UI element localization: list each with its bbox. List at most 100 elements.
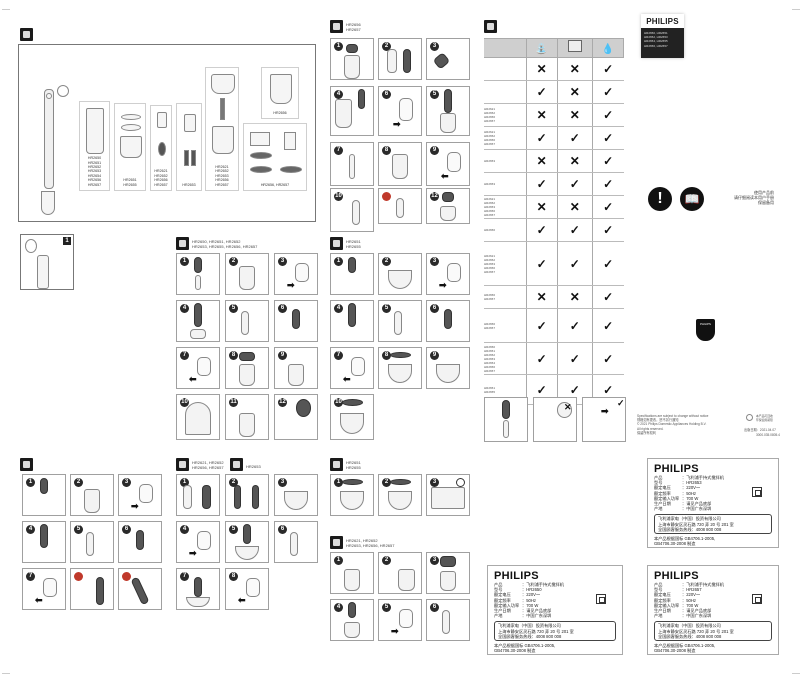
read-manual-notice: 使用产品前 请仔细阅读本用户手册 保留备用 — [734, 190, 774, 205]
crop-mark — [2, 673, 10, 681]
step-card: 1 — [22, 474, 66, 516]
legal-notice: Specifications are subject to change wit… — [637, 414, 709, 435]
step-card: 3 — [426, 38, 470, 80]
step-card: 6 — [274, 521, 318, 563]
step-card: 10 — [176, 394, 220, 440]
step-card: 5 — [426, 86, 470, 136]
table-row: HR2621 HR2652 HR2653 HR2656 HR2657✓✓✓ — [484, 241, 624, 286]
step-card: 10 — [330, 188, 374, 232]
water-drop-icon — [484, 20, 497, 33]
storage-step-card: ➡✓ — [582, 397, 626, 442]
step-card: 3 — [274, 474, 318, 516]
recycle-notice: 本产品可回收 环保使用期限 — [756, 414, 773, 423]
beaters-icon — [230, 458, 243, 471]
read-manual-icon: 📖 — [680, 187, 704, 211]
step-card: 8 — [378, 347, 422, 389]
step-card: 4 — [22, 521, 66, 563]
crop-mark — [792, 2, 800, 10]
step-card: 8⬅ — [225, 568, 269, 610]
step-card: 3 — [426, 552, 470, 594]
cleaning-table: ⛲ 💧 ✕✕✓ ✓✕✓ HR2621 HR2652 HR2656 HR2657✕… — [484, 38, 625, 405]
publish-date: 出版日期：2021.04.07 — [744, 428, 776, 432]
accessory-bowl: HR2656 — [261, 67, 299, 119]
step-card: 7⬅ — [330, 347, 374, 389]
step-card: 5 — [70, 521, 114, 563]
whisk-icon — [176, 458, 189, 471]
rating-label-hr2653: PHILIPS 产品：飞利浦手持式搅拌机 型号：HR2653 额定电压：220V… — [647, 458, 779, 548]
step-card: 11 — [225, 394, 269, 440]
crop-mark — [792, 673, 800, 681]
table-row: HR2621 HR2652 HR2656 HR2657✓✓✓ — [484, 126, 624, 150]
storage-step-card: ✕ — [533, 397, 577, 442]
accessory-processor-discs: HR2656, HR2657 — [243, 123, 307, 191]
step-card: 5 — [378, 300, 422, 342]
step-card: 7 — [176, 568, 220, 610]
step-card: 2 — [70, 474, 114, 516]
accessory-beaker: HR2650 HR2651 HR2652 HR2653 HR2654 HR265… — [79, 101, 110, 191]
table-row: HR2656 HR2657✕✕✓ — [484, 285, 624, 309]
table-row: HR2621 HR2652 HR2656 HR2657✕✕✓ — [484, 103, 624, 127]
faucet-icon: ⛲ — [525, 38, 558, 58]
step-card: 6 — [274, 300, 318, 342]
water-drop-icon: 💧 — [591, 38, 625, 58]
step-card: 4 — [330, 599, 374, 641]
step-card: 2 — [378, 253, 422, 295]
blending-shaft-illustration — [41, 191, 55, 215]
step-card — [70, 568, 114, 610]
table-row: HR2621 HR2652 HR2653 HR2656 HR2657✕✕✓ — [484, 195, 624, 219]
step-card: 9⬅ — [426, 142, 470, 186]
class-ii-symbol-icon — [596, 594, 606, 604]
recycle-icon — [746, 414, 753, 421]
step-card: 7⬅ — [22, 568, 66, 610]
detail-callout-icon — [57, 85, 69, 97]
step-card — [378, 188, 422, 224]
warning-icon: ! — [648, 187, 672, 211]
step-card: 1 — [330, 253, 374, 295]
model-list: HR2650, HR2651 HR2652, HR2653 HR2654, HR… — [641, 28, 684, 58]
step-card: 4 — [176, 300, 220, 342]
step-card: 7 — [330, 142, 374, 186]
step-card: 2 — [378, 552, 422, 594]
rating-label-hr2657: PHILIPS 产品：飞利浦手持式搅拌机 型号：HR2657 额定电压：220V… — [647, 565, 779, 655]
step-card: 9 — [426, 347, 470, 389]
table-row: ✕✕✓ — [484, 57, 624, 81]
timer-icon — [456, 478, 465, 487]
step-card: 2 — [378, 38, 422, 80]
class-ii-symbol-icon — [752, 487, 762, 497]
step-card: 3➡ — [426, 253, 470, 295]
assembly-detail-panel: 1 — [20, 234, 74, 290]
table-row: HR2656 HR2657✓✓✓ — [484, 308, 624, 343]
crop-mark — [2, 2, 10, 10]
step-card: 9 — [274, 347, 318, 389]
table-row: ✓✕✓ — [484, 80, 624, 104]
storage-step-card — [484, 397, 528, 442]
step-card: 12 — [274, 394, 318, 440]
step-card: 7⬅ — [176, 347, 220, 389]
accessory-soup-pot: HR2651 HR2655 — [114, 103, 146, 191]
dishwasher-icon — [556, 38, 593, 58]
blender-icon — [20, 458, 33, 471]
step-card: 2 — [225, 253, 269, 295]
step-card: 8 — [225, 347, 269, 389]
table-row: HR2656✓✓✓ — [484, 218, 624, 242]
table-row: HR2653✕✕✓ — [484, 149, 624, 173]
table-row: HR2653✓✓✓ — [484, 172, 624, 196]
step-card: 1 — [330, 474, 374, 516]
doc-number: 3000.035.0805.4 — [756, 433, 780, 437]
step-card: 6 — [118, 521, 162, 563]
step-card: 8 — [378, 142, 422, 186]
rating-label-hr2650: PHILIPS 产品：飞利浦手持式搅拌机 型号：HR2650 额定电压：220V… — [487, 565, 623, 655]
step-card: 1 — [176, 474, 220, 516]
step-card: 10 — [330, 394, 374, 440]
philips-shield-logo: PHILIPS — [696, 319, 715, 341]
soup-pot-icon — [330, 458, 343, 471]
step-card: 6➡ — [378, 86, 422, 136]
hand-blender-illustration — [44, 89, 54, 189]
step-card: 4 — [330, 86, 374, 136]
product-overview-panel: HR2650 HR2651 HR2652 HR2653 HR2654 HR265… — [18, 44, 316, 222]
class-ii-symbol-icon — [752, 594, 762, 604]
step-card: 4 — [330, 300, 374, 342]
step-card: 2 — [378, 474, 422, 516]
brand-tag: PHILIPS HR2650, HR2651 HR2652, HR2653 HR… — [641, 14, 684, 58]
step-card: 5➡ — [378, 599, 422, 641]
